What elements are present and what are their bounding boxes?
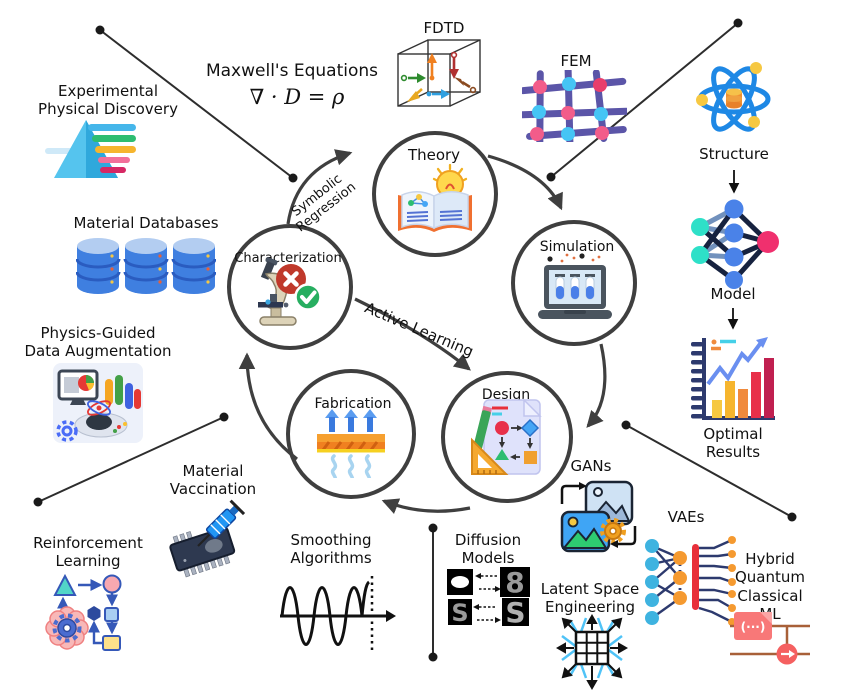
- database-stack-icon: [76, 238, 216, 294]
- data-augmentation-icon: [53, 363, 143, 443]
- prism-spectrum-icon: [45, 120, 136, 178]
- characterization-label: Characterization: [234, 251, 342, 266]
- leader-dots: [33, 18, 797, 662]
- vaes-label: VAEs: [667, 508, 705, 526]
- design-label: Design: [481, 387, 531, 403]
- physics-guided-label: Physics-Guided Data Augmentation: [24, 324, 172, 361]
- latent-space-label: Latent Space Engineering: [540, 580, 640, 617]
- fabrication-label: Fabrication: [314, 396, 392, 412]
- svg-text:8: 8: [505, 566, 524, 599]
- diffusion-noisy-letter: S: [451, 599, 468, 627]
- atom-icon: [696, 62, 771, 132]
- check-icon: [294, 283, 322, 311]
- gan-images-icon: [560, 480, 637, 553]
- cycle-arrows: [238, 149, 607, 514]
- material-databases-label: Material Databases: [73, 214, 219, 232]
- neural-network-icon: [691, 199, 779, 289]
- design-document-icon: [471, 398, 542, 475]
- diffusion-sample-letter: S: [505, 596, 525, 629]
- reinforcement-learning-label: Reinforcement Learning: [33, 534, 143, 571]
- latent-grid-icon: [556, 614, 628, 690]
- vae-network-icon: [645, 536, 736, 626]
- optimal-results-label: Optimal Results: [703, 425, 763, 462]
- gans-label: GANs: [570, 457, 612, 475]
- fem-label: FEM: [560, 52, 592, 70]
- leader-lines: [37, 22, 793, 657]
- quantum-gate-text: (···): [741, 620, 766, 634]
- simulation-label: Simulation: [539, 239, 615, 255]
- results-chart-icon: [691, 337, 775, 420]
- fem-mesh-icon: [522, 70, 627, 142]
- quantum-circuit-icon: (···): [730, 612, 810, 665]
- sine-wave-icon: [280, 576, 396, 650]
- microscope-check-icon: [258, 257, 322, 326]
- material-vaccination-label: Material Vaccination: [169, 462, 257, 499]
- fdtd-label: FDTD: [423, 19, 465, 37]
- book-bulb-icon: [398, 163, 472, 232]
- experimental-physical-discovery-label: Experimental Physical Discovery: [38, 82, 178, 119]
- structure-label: Structure: [699, 145, 769, 163]
- maxwell-formula: ∇ · D = ρ: [249, 85, 345, 109]
- laptop-testtubes-icon: [538, 253, 612, 319]
- flow-arrows: [727, 170, 740, 330]
- theory-label: Theory: [407, 146, 461, 164]
- smoothing-algorithms-label: Smoothing Algorithms: [290, 531, 372, 568]
- fabrication-plate-icon: [317, 409, 385, 478]
- diffusion-squares-icon: 8 S S: [447, 566, 530, 629]
- maxwell-title: Maxwell's Equations: [205, 61, 379, 81]
- fdtd-cube-icon: [397, 39, 481, 107]
- hybrid-quantum-label: Hybrid Quantum Classical ML: [734, 550, 805, 623]
- chip-syringe-icon: [169, 499, 246, 578]
- diffusion-models-label: Diffusion Models: [454, 531, 522, 568]
- reinforcement-flowchart-icon: [45, 573, 122, 651]
- model-label: Model: [710, 285, 756, 303]
